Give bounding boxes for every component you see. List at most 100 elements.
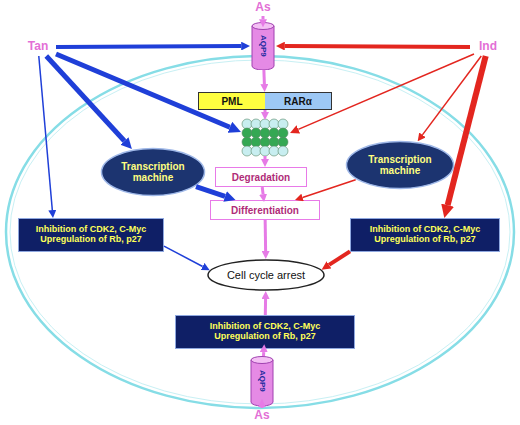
arrow-connector xyxy=(56,44,241,49)
proteasome-subunit xyxy=(251,146,261,156)
mechanism-box: Inhibition of CDK2, C-MycUpregulation of… xyxy=(175,315,355,349)
proteasome-subunit xyxy=(242,137,252,147)
node-content: Inhibition of CDK2, C-MycUpregulation of… xyxy=(176,316,354,348)
pink-arrow xyxy=(264,110,267,112)
drug-label: Tan xyxy=(20,38,56,56)
fusion-protein-box: PMLRARα xyxy=(198,92,332,110)
node-text: Inhibition of CDK2, C-Myc xyxy=(370,225,481,235)
pink-arrow xyxy=(264,156,267,159)
node-text: Differentiation xyxy=(231,205,299,216)
mechanism-box: Inhibition of CDK2, C-MycUpregulation of… xyxy=(350,218,500,252)
arrow-connector xyxy=(285,44,470,49)
proteasome-subunit xyxy=(242,146,252,156)
drug-label: Ind xyxy=(470,38,506,56)
arrow-connector xyxy=(262,16,265,19)
proteasome-subunit xyxy=(242,119,252,129)
node-content: Tan xyxy=(20,38,56,56)
arrow-connector xyxy=(261,187,265,194)
node-content: AQP9 xyxy=(249,356,275,406)
node-content: Ind xyxy=(470,38,506,56)
proteasome-subunit xyxy=(251,137,261,147)
node-text: Upregulation of Rb, p27 xyxy=(374,235,476,245)
node-text: Inhibition of CDK2, C-Myc xyxy=(36,225,147,235)
node-content: Cell cycle arrest xyxy=(207,259,325,291)
arrow-connector xyxy=(264,220,267,251)
ellipse-shape xyxy=(347,142,454,189)
node-content: Inhibition of CDK2, C-MycUpregulation of… xyxy=(351,219,499,251)
node-content: As xyxy=(250,0,276,16)
proteasome-subunit xyxy=(278,119,288,129)
proteasome-subunit xyxy=(269,128,279,138)
arrow-connector xyxy=(329,251,350,264)
channel-top xyxy=(252,23,274,30)
channel-body xyxy=(251,360,273,406)
node-text: Upregulation of Rb, p27 xyxy=(214,332,316,342)
arrow-connector xyxy=(262,70,266,84)
node-content: PMLRARα xyxy=(199,93,331,109)
tan-arrow xyxy=(56,54,230,127)
node-text: Degradation xyxy=(232,172,290,183)
ellipse-shape xyxy=(208,260,324,290)
proteasome-subunit xyxy=(269,137,279,147)
proteasome-subunit xyxy=(260,137,270,147)
arrow-connector xyxy=(39,56,53,210)
aqp9-channel: AQP9 xyxy=(249,356,275,406)
agent-name: As xyxy=(254,409,269,422)
arrow-connector xyxy=(261,407,264,408)
mechanism-box: Inhibition of CDK2, C-MycUpregulation of… xyxy=(18,218,164,252)
node-content: Differentiation xyxy=(211,201,319,219)
node-text: AQP9 xyxy=(259,35,268,57)
node-text: PML xyxy=(199,93,265,109)
agent-name: As xyxy=(255,1,270,14)
channel-body xyxy=(252,26,274,70)
proteasome-subunit xyxy=(260,128,270,138)
ion-label: As xyxy=(249,408,275,424)
arrow-connector xyxy=(422,56,481,135)
proteasome-subunit xyxy=(278,146,288,156)
proteasome-subunit xyxy=(251,119,261,129)
arrow-connector xyxy=(303,180,356,198)
agent-name: Ind xyxy=(479,40,497,53)
process-box: Degradation xyxy=(215,167,307,187)
channel-top xyxy=(251,357,273,364)
transcription-ellipse: Transcription machine xyxy=(345,140,455,190)
node-content: As xyxy=(249,408,275,424)
arrow-connector xyxy=(448,56,486,205)
node-text: AQP9 xyxy=(258,370,267,392)
node-text: Upregulation of Rb, p27 xyxy=(40,235,142,245)
proteasome-subunit xyxy=(251,128,261,138)
node-content: AQP9 xyxy=(250,22,276,70)
proteasome-subunit xyxy=(242,128,252,138)
agent-name: Tan xyxy=(28,40,48,53)
node-content: Inhibition of CDK2, C-MycUpregulation of… xyxy=(19,219,163,251)
arrow-connector xyxy=(264,299,267,315)
node-content: Transcription machine xyxy=(100,147,206,197)
ellipse-shape xyxy=(102,149,205,196)
proteasome-subunit xyxy=(269,119,279,129)
node-text: Cell cycle arrest xyxy=(227,269,305,281)
arrow-connector xyxy=(262,352,265,356)
node-text: Transcription machine xyxy=(111,161,195,183)
cell-membrane-inner xyxy=(10,60,510,404)
proteasome-subunit xyxy=(278,137,288,147)
outcome-ellipse: Cell cycle arrest xyxy=(207,259,325,291)
proteasome-subunit xyxy=(260,119,270,129)
node-content: Transcription machine xyxy=(345,140,455,190)
process-box: Differentiation xyxy=(210,200,320,220)
proteasome-subunit xyxy=(278,128,288,138)
arrow-connector xyxy=(196,187,225,197)
proteasome-symbol xyxy=(242,119,288,156)
aqp9-channel: AQP9 xyxy=(250,22,276,70)
arrow-connector xyxy=(46,56,124,141)
proteasome-subunit xyxy=(260,146,270,156)
node-text: Transcription machine xyxy=(358,154,442,176)
arrow-connector xyxy=(164,246,203,266)
cell-membrane xyxy=(6,56,514,408)
proteasome-subunit xyxy=(269,146,279,156)
node-text: Inhibition of CDK2, C-Myc xyxy=(210,322,321,332)
ion-label: As xyxy=(250,0,276,16)
node-content: Degradation xyxy=(216,168,306,186)
node-text: RARα xyxy=(265,93,331,109)
